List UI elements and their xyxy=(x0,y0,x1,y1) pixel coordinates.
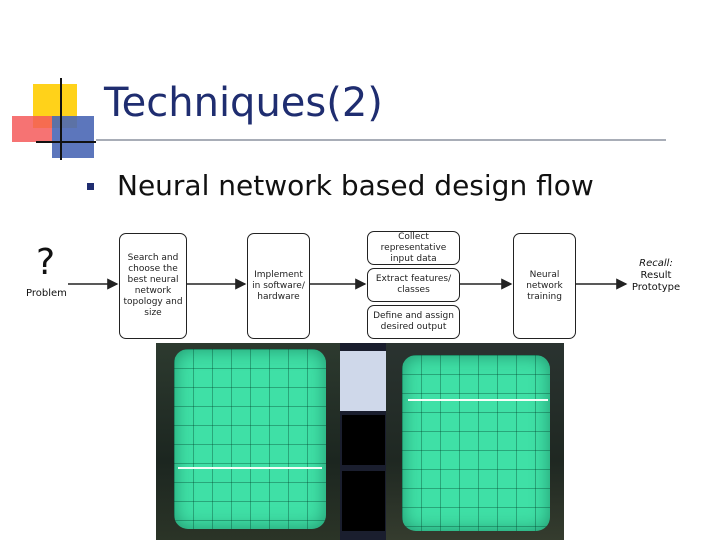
logo-vertical-line xyxy=(60,78,62,160)
oscilloscope-photo-right xyxy=(386,343,564,540)
signal-trace xyxy=(178,467,322,469)
result-prototype-label: Result Prototype xyxy=(631,270,681,293)
question-mark-icon: ? xyxy=(36,242,56,283)
problem-label: Problem xyxy=(26,288,67,299)
result-label: Recall: Result Prototype xyxy=(628,258,684,294)
step-define-output: Define and assign desired output xyxy=(367,305,460,339)
step-extract-features: Extract features/ classes xyxy=(367,268,460,302)
bullet-text: Neural network based design flow xyxy=(117,169,594,202)
software-screenshot xyxy=(340,343,387,540)
plot-panel xyxy=(342,415,385,465)
step-label: Extract features/ classes xyxy=(375,274,452,295)
oscilloscope-photo-left xyxy=(156,343,342,540)
step-nn-training: Neural network training xyxy=(513,233,576,339)
step-label: Collect representative input data xyxy=(380,231,447,264)
step-label: Define and assign desired output xyxy=(373,311,454,332)
screenshot-window xyxy=(340,351,387,411)
logo-square-blue xyxy=(52,116,94,158)
recall-label: Recall: xyxy=(639,258,673,269)
logo-horizontal-line xyxy=(36,141,96,143)
bullet-square-icon xyxy=(87,183,94,190)
oscilloscope-screen xyxy=(174,349,326,529)
step-label: Search and choose the best neural networ… xyxy=(123,253,183,318)
plot-panel xyxy=(342,471,385,531)
step-label: Neural network training xyxy=(526,269,563,302)
oscilloscope-screen xyxy=(402,355,550,531)
step-implement: Implement in software/ hardware xyxy=(247,233,310,339)
slide-title: Techniques(2) xyxy=(104,80,383,126)
signal-trace xyxy=(408,399,548,401)
logo-square-red xyxy=(12,116,52,142)
step-label: Implement in software/ hardware xyxy=(252,269,305,302)
step-search-topology: Search and choose the best neural networ… xyxy=(119,233,187,339)
title-underline xyxy=(96,139,666,141)
step-collect-data: Collect representative input data xyxy=(367,231,460,265)
